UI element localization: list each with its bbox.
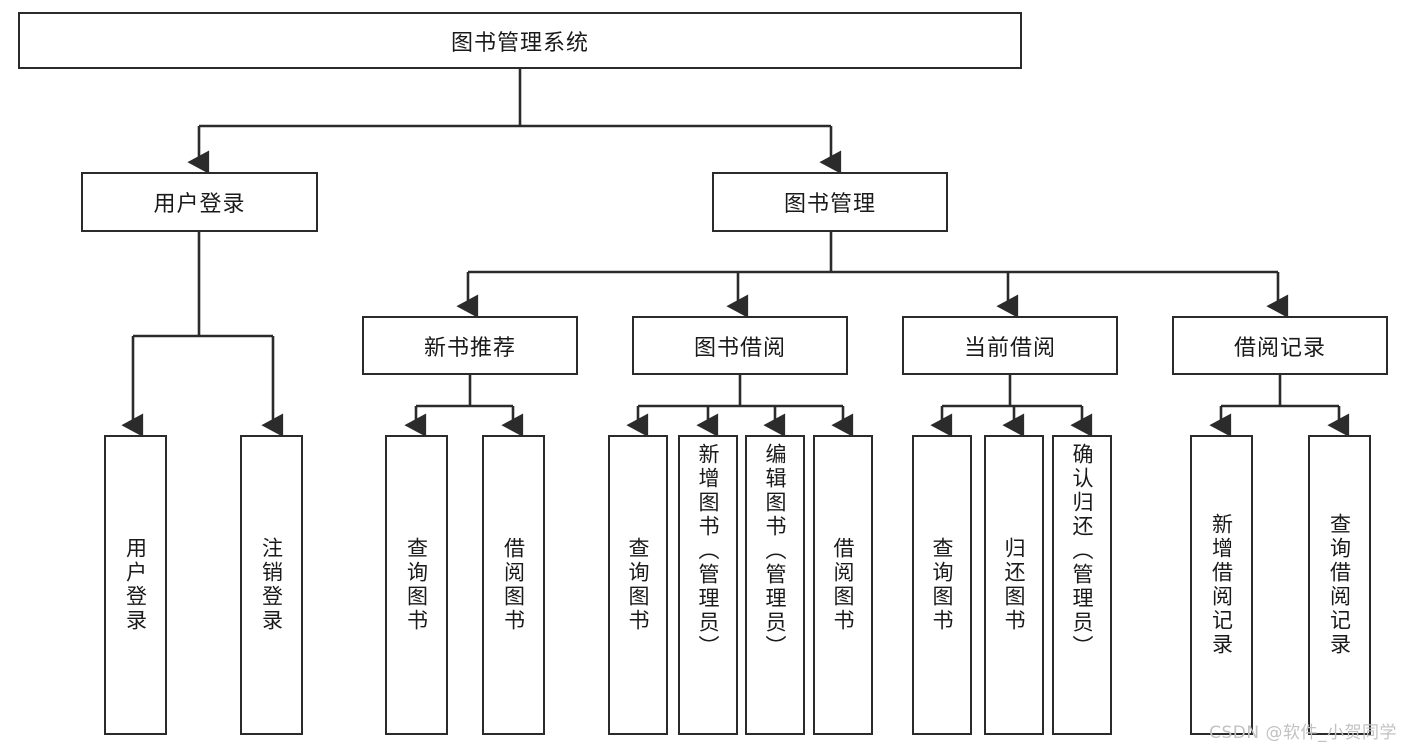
node-book-manage[interactable]: 图书管理: [712, 172, 948, 232]
node-leaf-query-book-1[interactable]: 查询图书: [385, 435, 448, 735]
node-new-book-recommend-label: 新书推荐: [423, 335, 516, 361]
node-leaf-borrow-book-1[interactable]: 借阅图书: [482, 435, 545, 735]
node-user-login[interactable]: 用户登录: [81, 172, 318, 232]
node-leaf-return-book-label: 归还图书: [1002, 537, 1027, 633]
node-leaf-add-record-label: 新增借阅记录: [1209, 513, 1234, 657]
node-leaf-borrow-book-2[interactable]: 借阅图书: [813, 435, 873, 735]
node-leaf-add-book-label: 新增图书（管理员）: [696, 443, 721, 659]
node-leaf-query-record-label: 查询借阅记录: [1327, 513, 1352, 657]
node-leaf-user-login[interactable]: 用户登录: [104, 435, 167, 735]
node-current-borrow[interactable]: 当前借阅: [902, 316, 1118, 375]
node-book-borrow-label: 图书借阅: [693, 335, 786, 361]
watermark-text: CSDN @软件_小贺同学: [1209, 723, 1397, 743]
node-user-login-label: 用户登录: [153, 192, 246, 217]
node-leaf-add-book[interactable]: 新增图书（管理员）: [678, 435, 738, 735]
node-leaf-edit-book-label: 编辑图书（管理员）: [763, 443, 788, 659]
node-root-label: 图书管理系统: [450, 30, 589, 56]
node-leaf-borrow-book-2-label: 借阅图书: [831, 537, 856, 633]
node-leaf-return-book[interactable]: 归还图书: [984, 435, 1044, 735]
node-leaf-query-book-3[interactable]: 查询图书: [912, 435, 972, 735]
node-leaf-user-login-label: 用户登录: [123, 537, 148, 633]
node-leaf-confirm-return[interactable]: 确认归还（管理员）: [1052, 435, 1112, 735]
node-leaf-query-record[interactable]: 查询借阅记录: [1308, 435, 1371, 735]
node-leaf-query-book-2[interactable]: 查询图书: [608, 435, 668, 735]
node-leaf-borrow-book-1-label: 借阅图书: [501, 537, 526, 633]
node-root[interactable]: 图书管理系统: [18, 12, 1022, 69]
node-borrow-record[interactable]: 借阅记录: [1172, 316, 1388, 375]
node-book-manage-label: 图书管理: [783, 192, 876, 217]
node-current-borrow-label: 当前借阅: [963, 335, 1056, 361]
node-leaf-query-book-2-label: 查询图书: [626, 537, 651, 633]
node-leaf-logout-label: 注销登录: [259, 537, 284, 633]
node-book-borrow[interactable]: 图书借阅: [632, 316, 848, 375]
node-leaf-query-book-1-label: 查询图书: [404, 537, 429, 633]
node-leaf-add-record[interactable]: 新增借阅记录: [1190, 435, 1253, 735]
node-leaf-confirm-return-label: 确认归还（管理员）: [1070, 443, 1095, 659]
node-new-book-recommend[interactable]: 新书推荐: [362, 316, 578, 375]
node-leaf-edit-book[interactable]: 编辑图书（管理员）: [745, 435, 805, 735]
node-leaf-logout[interactable]: 注销登录: [240, 435, 303, 735]
node-leaf-query-book-3-label: 查询图书: [930, 537, 955, 633]
node-borrow-record-label: 借阅记录: [1233, 335, 1326, 361]
